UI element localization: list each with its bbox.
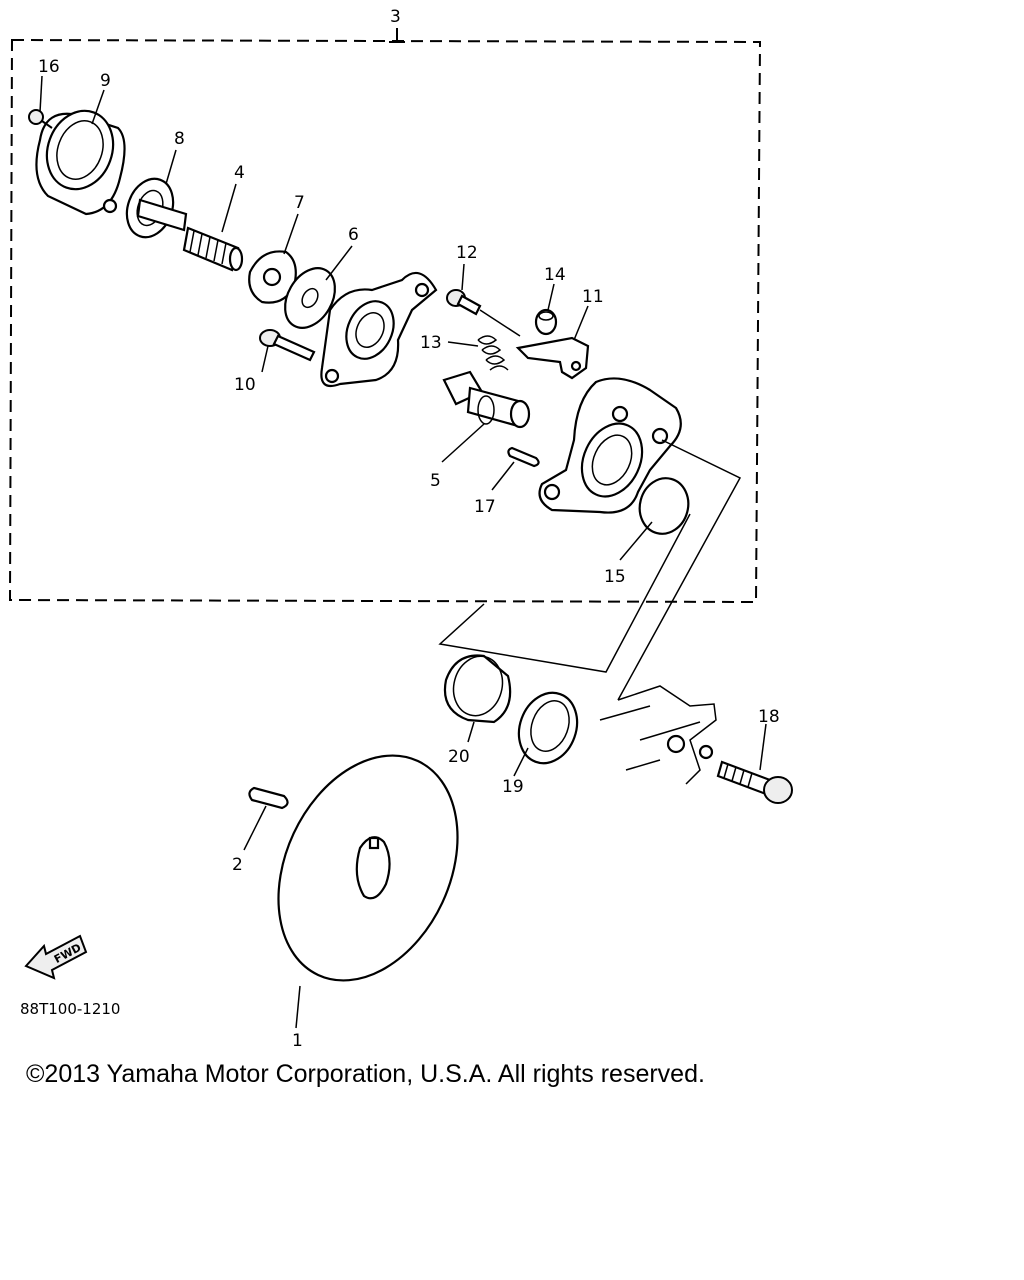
part-7-washer bbox=[248, 250, 297, 304]
copyright-notice: ©2013 Yamaha Motor Corporation, U.S.A. A… bbox=[26, 1060, 705, 1088]
callout-11: 11 bbox=[582, 287, 604, 307]
callout-19: 19 bbox=[502, 777, 524, 797]
drawing-code: 88T100-1210 bbox=[20, 1000, 120, 1018]
callout-8: 8 bbox=[174, 129, 185, 149]
part-12-bolt bbox=[446, 289, 521, 337]
callout-15: 15 bbox=[604, 567, 626, 587]
engine-case-fragment bbox=[599, 685, 717, 785]
callout-5: 5 bbox=[430, 471, 441, 491]
fwd-arrow-icon: FWD bbox=[24, 934, 88, 980]
part-8-shaft bbox=[125, 177, 188, 239]
callout-10: 10 bbox=[234, 375, 256, 395]
part-17-pin bbox=[507, 446, 540, 468]
callout-18: 18 bbox=[758, 707, 780, 727]
part-15-cap bbox=[638, 477, 690, 535]
callout-6: 6 bbox=[348, 225, 359, 245]
part-16-screw bbox=[28, 109, 53, 129]
leader-lines bbox=[39, 75, 767, 1029]
part-6-gasket bbox=[284, 267, 336, 329]
callout-4: 4 bbox=[234, 163, 245, 183]
part-5-shaft bbox=[442, 370, 531, 429]
housing-plate bbox=[320, 271, 438, 388]
part-1-disc bbox=[277, 754, 459, 982]
callout-3: 3 bbox=[390, 7, 401, 27]
callout-14: 14 bbox=[544, 265, 566, 285]
assembly-boundary bbox=[8, 38, 762, 604]
callout-13: 13 bbox=[420, 333, 442, 353]
part-2-key bbox=[248, 786, 289, 810]
part-18-bolt bbox=[716, 760, 793, 804]
callout-17: 17 bbox=[474, 497, 496, 517]
callout-9: 9 bbox=[100, 71, 111, 91]
callout-12: 12 bbox=[456, 243, 478, 263]
part-11-bracket bbox=[515, 336, 590, 380]
callout-1: 1 bbox=[292, 1031, 303, 1051]
callout-2: 2 bbox=[232, 855, 243, 875]
part-20-bushing bbox=[443, 654, 512, 724]
exploded-parts-diagram: FWD 88T100-1210 3 16 9 8 4 7 6 12 14 11 bbox=[8, 7, 793, 1051]
callout-16: 16 bbox=[38, 57, 60, 77]
part-9-cover bbox=[35, 109, 126, 216]
part-10-bolt bbox=[259, 329, 316, 362]
part-14-bushing bbox=[534, 308, 558, 336]
callout-20: 20 bbox=[448, 747, 470, 767]
callout-7: 7 bbox=[294, 193, 305, 213]
part-13-spring bbox=[477, 335, 509, 371]
part-19-bearing bbox=[517, 691, 579, 765]
callouts: 3 16 9 8 4 7 6 12 14 11 13 10 5 17 15 20… bbox=[38, 7, 780, 1051]
main-housing bbox=[538, 377, 682, 514]
part-4-worm bbox=[182, 226, 244, 272]
